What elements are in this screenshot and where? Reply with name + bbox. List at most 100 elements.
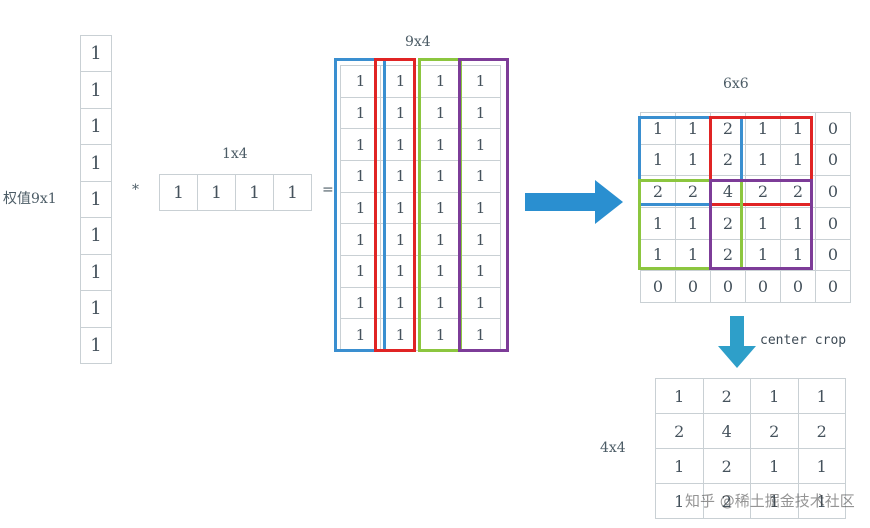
matrix-cell: 1 xyxy=(420,223,461,256)
matrix-cell: 1 xyxy=(745,143,781,177)
matrix-cell: 1 xyxy=(380,318,421,351)
matrix-cell: 1 xyxy=(750,378,799,414)
matrix-cell: 1 xyxy=(420,128,461,161)
matrix-cell: 2 xyxy=(655,413,704,449)
matrix-cell: 1 xyxy=(380,96,421,130)
matrix-cell: 1 xyxy=(460,96,501,130)
matrix-cell: 1 xyxy=(640,112,676,145)
matrix-cell: 1 xyxy=(780,238,816,272)
matrix-cell: 2 xyxy=(702,448,751,484)
matrix-cell: 1 xyxy=(380,160,421,193)
arrow-right-icon xyxy=(525,180,623,224)
matrix-cell: 0 xyxy=(815,238,851,272)
matrix-cell: 1 xyxy=(675,238,711,272)
sum-matrix-title: 6x6 xyxy=(723,76,749,92)
matrix-cell: 0 xyxy=(675,270,711,303)
row-matrix-title: 1x4 xyxy=(222,146,248,162)
matrix-cell: 1 xyxy=(420,96,461,130)
matrix-cell: 1 xyxy=(780,112,816,145)
matrix-cell: 1 xyxy=(655,378,704,414)
matrix-cell: 1 xyxy=(420,286,461,320)
matrix-cell: 1 xyxy=(80,107,112,146)
matrix-cell: 1 xyxy=(640,143,676,177)
matrix-cell: 1 xyxy=(340,286,381,320)
matrix-cell: 1 xyxy=(340,128,381,161)
matrix-cell: 2 xyxy=(702,483,751,519)
matrix-cell: 2 xyxy=(675,175,711,208)
matrix-cell: 2 xyxy=(710,238,746,272)
matrix-cell: 2 xyxy=(780,175,816,208)
matrix-cell: 1 xyxy=(380,223,421,256)
multiply-sign: * xyxy=(132,182,139,198)
matrix-cell: 1 xyxy=(460,318,501,351)
matrix-cell: 1 xyxy=(380,65,421,98)
matrix-cell: 1 xyxy=(340,96,381,130)
result-matrix-title: 4x4 xyxy=(600,440,626,456)
matrix-cell: 1 xyxy=(420,318,461,351)
matrix-cell: 1 xyxy=(235,174,274,211)
matrix-cell: 1 xyxy=(797,448,846,484)
matrix-cell: 1 xyxy=(380,128,421,161)
matrix-cell: 2 xyxy=(702,378,751,414)
matrix-cell: 2 xyxy=(750,413,799,449)
matrix-cell: 1 xyxy=(797,483,846,519)
matrix-cell: 1 xyxy=(640,207,676,240)
matrix-cell: 1 xyxy=(80,290,112,328)
matrix-cell: 1 xyxy=(197,174,236,211)
matrix-cell: 0 xyxy=(815,143,851,177)
matrix-cell: 1 xyxy=(780,207,816,240)
matrix-cell: 2 xyxy=(710,207,746,240)
matrix-cell: 1 xyxy=(460,191,501,225)
matrix-cell: 0 xyxy=(815,207,851,240)
matrix-cell: 1 xyxy=(460,255,501,288)
matrix-cell: 1 xyxy=(460,223,501,256)
matrix-cell: 1 xyxy=(159,174,198,211)
matrix-cell: 1 xyxy=(640,238,676,272)
matrix-cell: 2 xyxy=(640,175,676,208)
matrix-cell: 0 xyxy=(780,270,816,303)
product-matrix-title: 9x4 xyxy=(405,34,431,50)
matrix-cell: 1 xyxy=(340,191,381,225)
matrix-cell: 1 xyxy=(340,160,381,193)
matrix-cell: 1 xyxy=(340,318,381,351)
matrix-cell: 4 xyxy=(710,175,746,208)
matrix-cell: 1 xyxy=(420,255,461,288)
matrix-cell: 1 xyxy=(80,71,112,109)
matrix-cell: 2 xyxy=(710,112,746,145)
matrix-cell: 1 xyxy=(380,255,421,288)
matrix-cell: 1 xyxy=(420,65,461,98)
matrix-cell: 0 xyxy=(815,175,851,208)
matrix-cell: 1 xyxy=(380,191,421,225)
matrix-cell: 1 xyxy=(80,253,112,292)
matrix-cell: 1 xyxy=(380,286,421,320)
matrix-cell: 1 xyxy=(460,128,501,161)
matrix-cell: 1 xyxy=(675,143,711,177)
weights-label: 权值9x1 xyxy=(3,191,57,207)
center-crop-label: center crop xyxy=(760,333,847,348)
matrix-cell: 1 xyxy=(80,217,112,255)
matrix-cell: 1 xyxy=(745,112,781,145)
matrix-cell: 1 xyxy=(340,65,381,98)
matrix-cell: 1 xyxy=(80,180,112,219)
matrix-cell: 1 xyxy=(750,448,799,484)
matrix-cell: 0 xyxy=(815,270,851,303)
matrix-cell: 1 xyxy=(460,286,501,320)
matrix-cell: 1 xyxy=(80,326,112,364)
matrix-cell: 2 xyxy=(745,175,781,208)
equals-sign: = xyxy=(322,182,334,198)
matrix-cell: 1 xyxy=(750,483,799,519)
matrix-cell: 1 xyxy=(675,207,711,240)
matrix-cell: 2 xyxy=(797,413,846,449)
matrix-cell: 1 xyxy=(80,35,112,73)
matrix-cell: 1 xyxy=(745,238,781,272)
matrix-cell: 1 xyxy=(655,448,704,484)
matrix-cell: 1 xyxy=(780,143,816,177)
matrix-cell: 1 xyxy=(273,174,312,211)
matrix-cell: 0 xyxy=(710,270,746,303)
matrix-cell: 1 xyxy=(80,144,112,182)
